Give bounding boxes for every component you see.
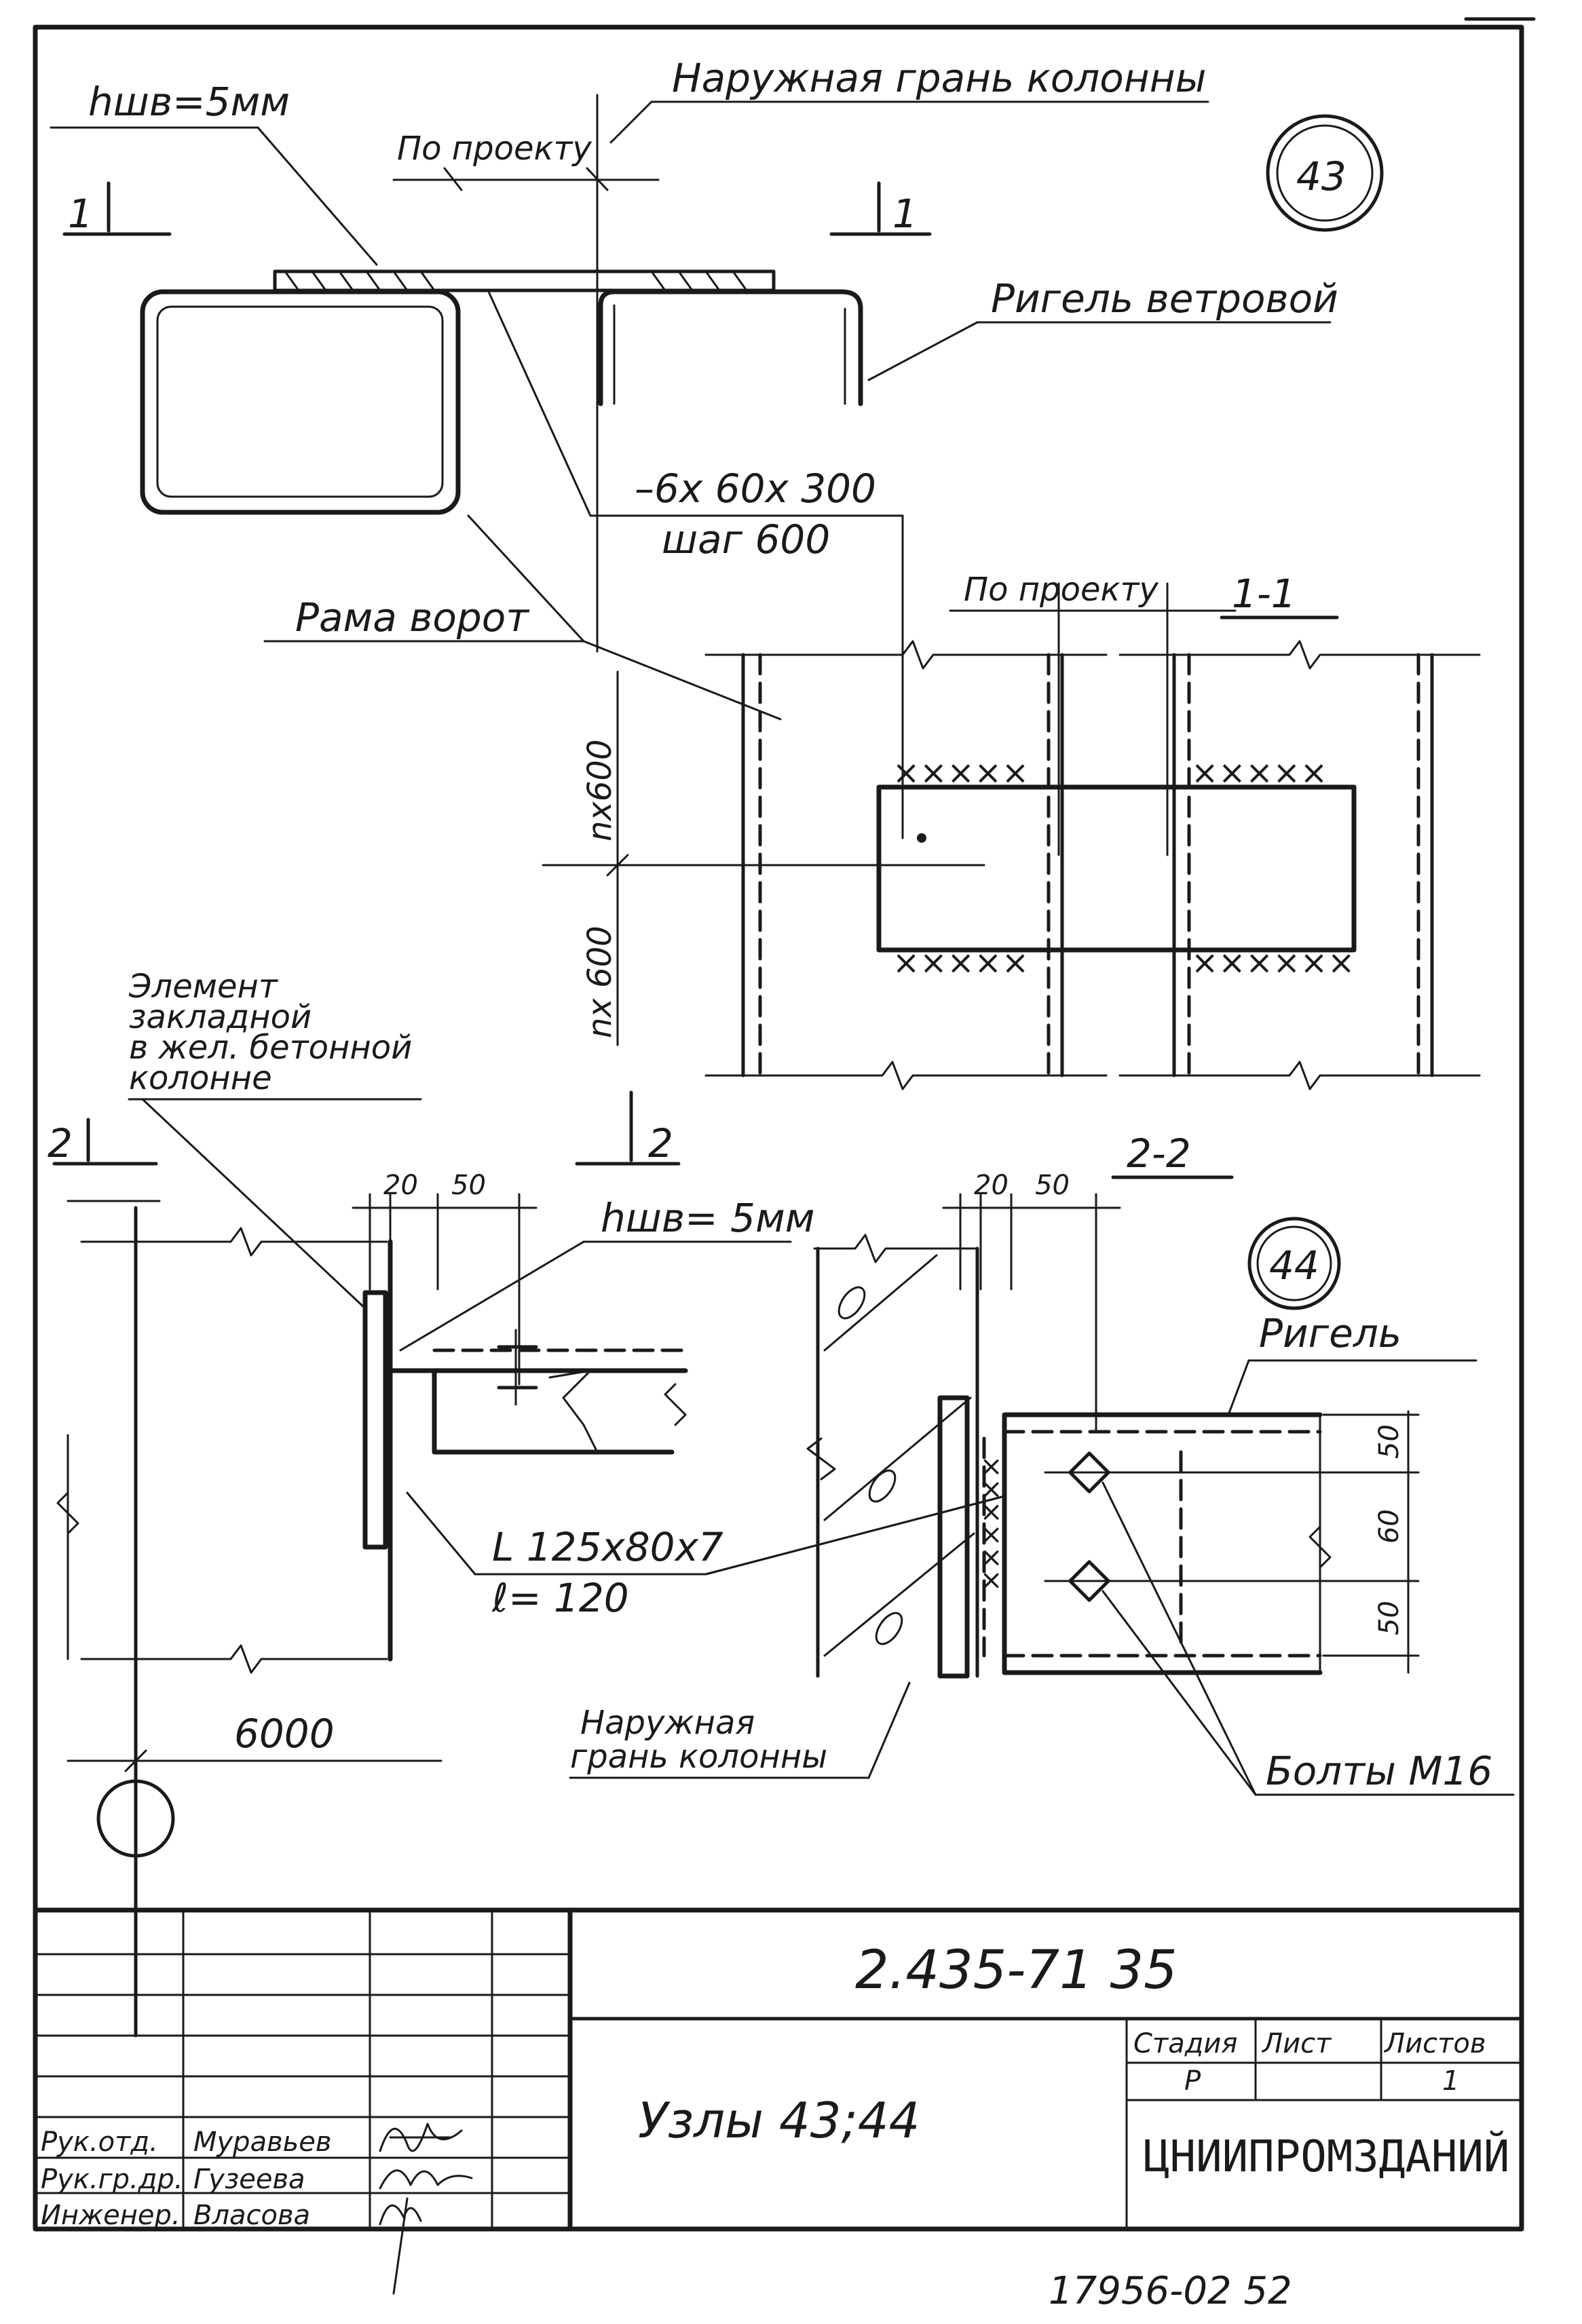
drawing-title: Узлы 43;44: [638, 2092, 920, 2149]
dim-6000: 6000: [234, 1711, 335, 1757]
name-3: Власова: [193, 2200, 310, 2231]
embed-plate: [362, 1290, 388, 1550]
node-43-label: 43: [1296, 153, 1346, 199]
role-1: Рук.отд.: [41, 2127, 158, 2158]
wind-girt-section: [598, 289, 863, 406]
organization: ЦНИИПРОМЗДАНИЙ: [1144, 2131, 1509, 2182]
bolts-label: Болты М16: [1266, 1748, 1492, 1794]
stage-value: Р: [1184, 2065, 1201, 2097]
dim-n600-bottom: nx 600: [581, 926, 619, 1038]
outer-face-top-label: Наружная грань колонны: [672, 55, 1206, 101]
column-tube-section: [140, 289, 461, 515]
bolt-upper: [1068, 1451, 1110, 1493]
sheets-header: Листов: [1383, 2028, 1486, 2059]
section-mark-2-left: 2: [48, 1120, 73, 1166]
role-3: Инженер.: [41, 2200, 181, 2231]
bolt-lower: [1068, 1560, 1110, 1602]
weld-mid-label: hшв= 5мм: [601, 1195, 814, 1241]
node-43-circle-outer: [1266, 114, 1384, 232]
embed-element-line4: колонне: [129, 1059, 272, 1097]
dim-60: 60: [1374, 1509, 1405, 1544]
signature-3: [379, 2197, 422, 2295]
dim-20-left: 20: [383, 1170, 418, 1201]
footer-number: 17956-02 52: [1049, 2269, 1292, 2313]
sheet-frame: [33, 24, 1524, 2232]
node-44-circle-outer: [1247, 1217, 1341, 1310]
svg-text:××××××: ××××××: [1191, 944, 1355, 982]
section-1-1-title: 1-1: [1232, 571, 1296, 617]
section-mark-2-right: 2: [648, 1120, 673, 1166]
svg-text:×××××: ×××××: [892, 754, 1029, 792]
stage-header: Стадия: [1133, 2028, 1237, 2059]
title-block: [33, 1907, 1524, 2232]
name-1: Муравьев: [193, 2127, 331, 2158]
plate-elevation: [876, 784, 1357, 953]
connection-plate: [273, 269, 776, 292]
dim-50-right: 50: [1035, 1170, 1070, 1201]
dim-20-right: 20: [974, 1170, 1009, 1201]
section-mark-1-right: 1: [892, 191, 918, 237]
gate-frame-label: Рама ворот: [295, 594, 530, 641]
weld-top-label: hшв=5мм: [88, 79, 290, 125]
wind-girt-label: Ригель ветровой: [991, 275, 1338, 322]
by-project-label-1: По проекту: [397, 130, 592, 168]
dim-n600-top: nx600: [581, 740, 619, 841]
section-2-2-title: 2-2: [1127, 1130, 1191, 1177]
svg-text:××××××: ××××××: [976, 1455, 1007, 1592]
angle-label-line1: L 125x80x7: [492, 1524, 723, 1570]
svg-text:×××××: ×××××: [892, 944, 1029, 982]
plate-label-line1: –6x 60x 300: [635, 465, 876, 512]
dim-50-left: 50: [451, 1170, 486, 1201]
angle-label-line2: ℓ= 120: [491, 1575, 629, 1621]
angle-section: [388, 1368, 688, 1455]
section-mark-1-left: 1: [68, 191, 93, 237]
embed-element-line3: в жел. бетонной: [129, 1029, 412, 1067]
doc-number: 2.435-71 35: [855, 1940, 1178, 2001]
node-44-label: 44: [1269, 1242, 1319, 1289]
svg-text:×××××: ×××××: [1191, 754, 1327, 792]
girt-label: Ригель: [1259, 1310, 1401, 1356]
by-project-label-2: По проекту: [964, 571, 1159, 609]
sheets-value: 1: [1442, 2065, 1459, 2097]
dim-50-a: 50: [1374, 1424, 1405, 1459]
embed-element-line1: Элемент: [128, 968, 279, 1006]
axis-bubble: [96, 1779, 175, 1858]
outer-face-bottom-line1: Наружная: [580, 1704, 755, 1742]
role-2: Рук.гр.др.: [41, 2164, 183, 2195]
outer-face-bottom-line2: грань колонны: [570, 1738, 827, 1776]
signature-2: [379, 2169, 473, 2190]
plate-label-line2: шаг 600: [662, 516, 830, 563]
dim-50-b: 50: [1374, 1601, 1405, 1635]
embed-element-line2: закладной: [129, 998, 312, 1036]
signature-1: [379, 2122, 463, 2152]
name-2: Гузеева: [193, 2164, 305, 2195]
sheet-header: Лист: [1261, 2028, 1332, 2059]
